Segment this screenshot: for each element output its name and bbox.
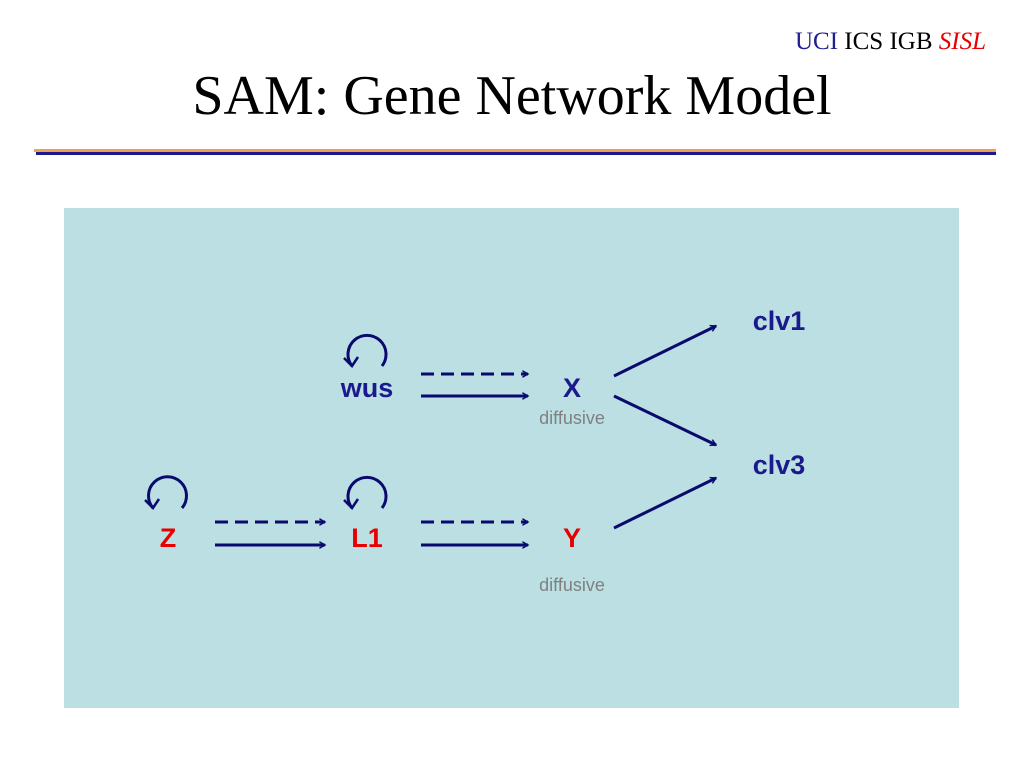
node-clv3: clv3	[753, 450, 806, 480]
org-uci: UCI	[794, 28, 839, 55]
y-clv3-arrow	[613, 476, 718, 530]
node-wus: wus	[340, 373, 394, 403]
title-rule-orange	[34, 149, 996, 152]
node-clv1: clv1	[753, 306, 806, 336]
x-clv3-arrow	[613, 394, 718, 447]
x-diffusive-note: diffusive	[539, 408, 605, 428]
title-rule-blue	[36, 152, 996, 155]
slide-title: SAM: Gene Network Model	[192, 65, 832, 127]
org-ics: ICS	[844, 28, 884, 55]
wus-self-loop	[346, 333, 388, 367]
node-l1: L1	[351, 523, 383, 553]
wus-loop-arrowhead	[343, 356, 360, 368]
node-x: X	[563, 373, 581, 403]
z-self-loop	[147, 475, 188, 509]
l1-self-loop	[346, 475, 388, 509]
node-y: Y	[563, 523, 581, 553]
node-z: Z	[160, 523, 177, 553]
diagram-panel	[64, 208, 959, 708]
org-header: UCI ICS IGB SISL	[795, 28, 986, 56]
org-sisl: SISL	[938, 28, 986, 55]
z-loop-arrowhead	[144, 498, 161, 510]
l1-loop-arrowhead	[343, 498, 360, 510]
y-diffusive-note: diffusive	[539, 575, 605, 595]
org-igb: IGB	[889, 28, 933, 55]
x-clv1-arrow	[613, 324, 718, 378]
